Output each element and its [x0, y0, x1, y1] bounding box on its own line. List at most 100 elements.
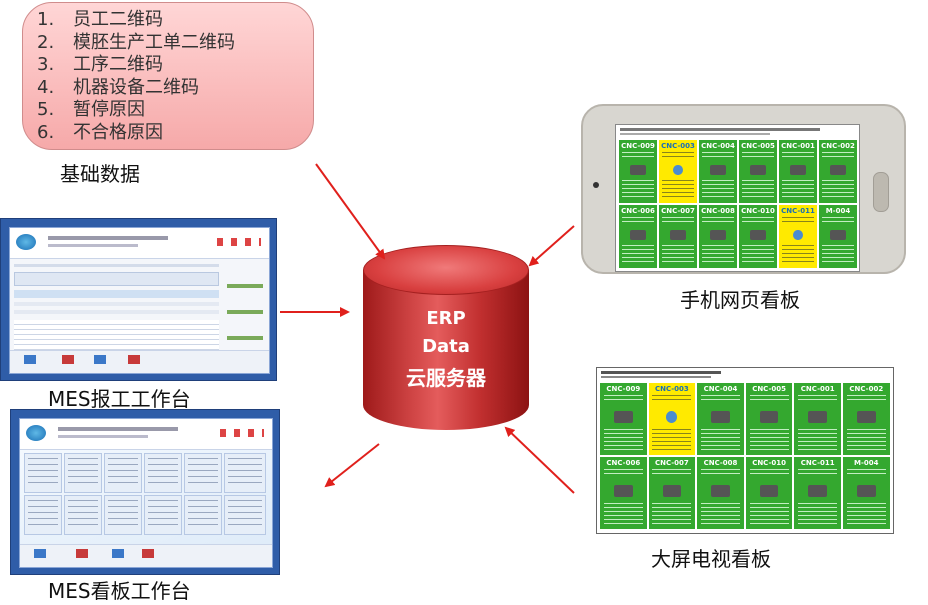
machine-status-lines [702, 245, 734, 265]
machine-info-lines [846, 469, 886, 476]
machine-icon [790, 165, 806, 175]
machine-name: CNC-009 [621, 142, 655, 150]
machine-name: CNC-002 [849, 385, 884, 393]
logo-icon [26, 425, 46, 441]
machine-tile: M-004 [842, 456, 891, 530]
machine-status-lines [700, 429, 741, 451]
machine-icon [808, 411, 827, 423]
machine-icon [710, 165, 726, 175]
machine-name: M-004 [854, 459, 879, 467]
phone-home-button-icon [873, 172, 889, 212]
machine-icon [830, 165, 846, 175]
machine-name: CNC-008 [703, 459, 738, 467]
arrow-server-to-tv [504, 426, 575, 494]
machine-icon [711, 411, 730, 423]
machine-status-lines [798, 429, 838, 451]
machine-tile: CNC-006 [599, 456, 648, 530]
machine-name: CNC-004 [703, 385, 738, 393]
machine-info-lines [742, 152, 774, 159]
machine-status-lines [798, 503, 838, 525]
machine-status-lines [749, 429, 789, 451]
server-line-cloud: 云服务器 [406, 366, 486, 390]
machine-info-lines [702, 152, 734, 159]
machine-status-lines [700, 503, 741, 525]
machine-status-lines [652, 503, 692, 525]
machine-status-lines [603, 503, 643, 525]
machine-info-lines [622, 217, 654, 224]
machine-icon [759, 411, 779, 423]
mes-report-caption: MES报工工作台 [48, 387, 191, 411]
server-line-data: Data [422, 336, 470, 357]
machine-tile: CNC-008 [698, 204, 738, 269]
machine-icon [662, 485, 682, 497]
basic-data-list: 1.员工二维码 2.模胚生产工单二维码 3.工序二维码 4.机器设备二维码 5.… [23, 3, 313, 144]
machine-status-lines [622, 180, 654, 200]
basic-data-item: 5.暂停原因 [37, 99, 145, 120]
machine-name: CNC-011 [781, 207, 815, 215]
machine-info-lines [798, 469, 838, 476]
machine-info-lines [798, 395, 838, 402]
machine-status-lines [782, 245, 814, 265]
machine-name: CNC-005 [741, 142, 775, 150]
basic-data-caption: 基础数据 [60, 162, 140, 186]
mes-board-screenshot [10, 409, 280, 575]
machine-name: CNC-005 [752, 385, 786, 393]
machine-info-lines [749, 395, 789, 402]
machine-status-lines [603, 429, 643, 451]
machine-info-lines [662, 217, 694, 224]
machine-status-lines [662, 180, 694, 200]
phone-camera-icon [593, 182, 599, 188]
machine-status-lines [822, 245, 854, 265]
basic-data-item: 3.工序二维码 [37, 54, 163, 75]
basic-data-item: 6.不合格原因 [37, 121, 163, 143]
machine-tile: CNC-008 [696, 456, 745, 530]
machine-name: CNC-007 [654, 459, 689, 467]
machine-tile: CNC-001 [793, 382, 842, 456]
machine-name: CNC-007 [661, 207, 695, 215]
machine-status-lines [652, 429, 692, 451]
machine-tile: CNC-001 [778, 139, 818, 204]
machine-icon [711, 485, 730, 497]
machine-name: CNC-004 [701, 142, 735, 150]
machine-icon [630, 165, 646, 175]
machine-tile: CNC-006 [618, 204, 658, 269]
machine-icon [750, 230, 766, 240]
machine-name: CNC-003 [661, 142, 695, 150]
machine-info-lines [603, 469, 643, 476]
machine-status-lines [846, 503, 886, 525]
machine-name: CNC-010 [741, 207, 775, 215]
machine-icon [670, 230, 686, 240]
machine-icon [750, 165, 766, 175]
machine-tile: CNC-009 [599, 382, 648, 456]
machine-tile: CNC-002 [818, 139, 858, 204]
machine-icon [613, 485, 633, 497]
database-cylinder-top [363, 245, 529, 295]
machine-name: CNC-001 [800, 385, 835, 393]
phone-board-caption: 手机网页看板 [680, 288, 800, 312]
machine-name: CNC-010 [752, 459, 786, 467]
machine-name: CNC-006 [606, 459, 641, 467]
basic-data-box: 1.员工二维码 2.模胚生产工单二维码 3.工序二维码 4.机器设备二维码 5.… [22, 2, 314, 150]
machine-icon [666, 411, 678, 423]
machine-info-lines [662, 152, 694, 159]
machine-tile: CNC-007 [658, 204, 698, 269]
machine-name: CNC-001 [781, 142, 815, 150]
machine-name: CNC-006 [621, 207, 655, 215]
machine-tile: CNC-003 [658, 139, 698, 204]
machine-icon [673, 165, 683, 175]
machine-status-lines [782, 180, 814, 200]
machine-icon [808, 485, 827, 497]
machine-tile: CNC-005 [744, 382, 794, 456]
machine-name: M-004 [825, 207, 851, 215]
machine-icon [830, 230, 846, 240]
machine-icon [856, 411, 876, 423]
machine-tile: CNC-011 [793, 456, 842, 530]
machine-status-lines [749, 503, 789, 525]
machine-tile: CNC-004 [696, 382, 745, 456]
arrow-basic-to-server [315, 163, 386, 260]
machine-tile: CNC-002 [842, 382, 891, 456]
arrow-server-to-phone [528, 225, 575, 267]
machine-tile: CNC-007 [647, 456, 697, 530]
machine-status-lines [622, 245, 654, 265]
basic-data-item: 2.模胚生产工单二维码 [37, 31, 235, 53]
